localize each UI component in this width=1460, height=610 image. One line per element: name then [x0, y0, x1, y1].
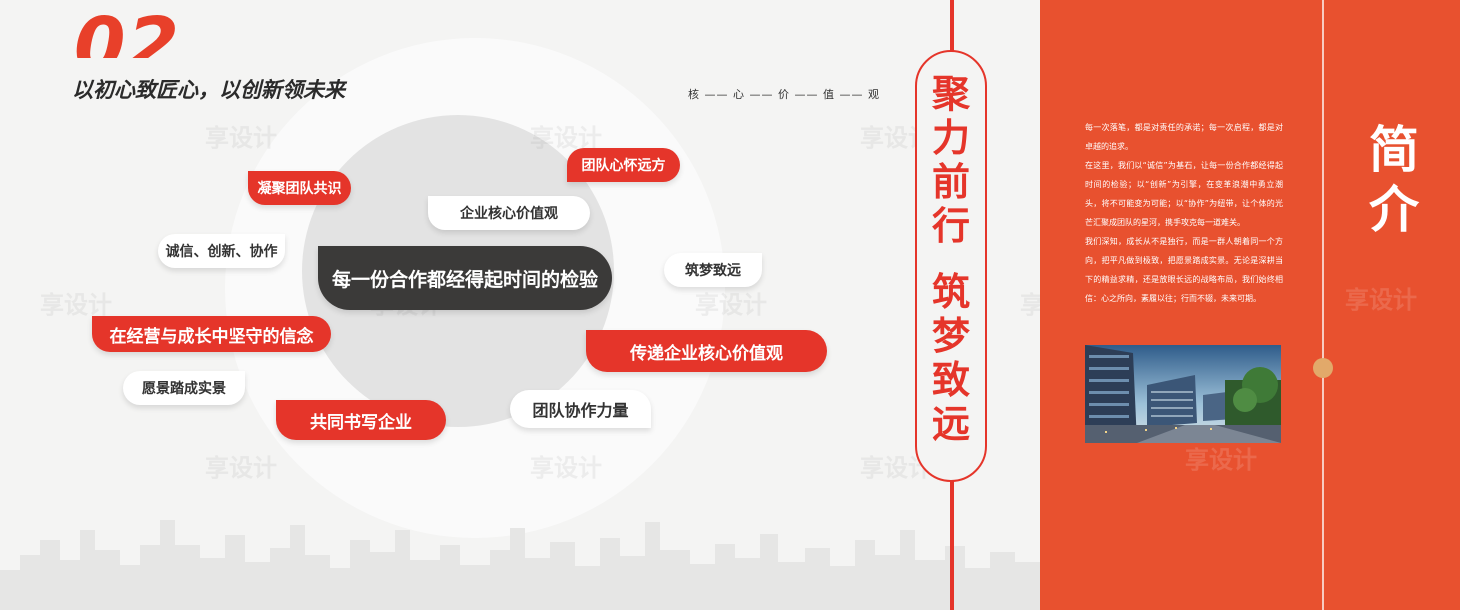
keyword-pill: 筑梦致远 — [664, 253, 762, 287]
city-skyline-silhouette — [0, 520, 1040, 610]
keyword-pill: 愿景踏成实景 — [123, 371, 245, 405]
watermark: 享设计 — [530, 124, 602, 152]
watermark: 享设计 — [205, 124, 277, 152]
intro-text: 每一次落笔，都是对责任的承诺；每一次启程，都是对卓越的追求。 在这里，我们以“诚… — [1085, 118, 1283, 308]
watermark: 享设计 — [1185, 446, 1257, 474]
intro-title: 简介 — [1369, 120, 1419, 239]
core-values-panel: 享设计 享设计 享设计 享设计 享设计 享设计 享设计 享设计 享设计 享设计 … — [0, 8, 1040, 610]
section-number: 02 — [74, 8, 181, 58]
keyword-pill: 团队心怀远方 — [567, 148, 680, 182]
center-statement: 每一份合作都经得起时间的检验 — [318, 246, 612, 310]
watermark: 享设计 — [40, 291, 112, 319]
watermark: 享设计 — [205, 454, 277, 482]
keyword-pill: 企业核心价值观 — [428, 196, 590, 230]
watermark: 享设计 — [1020, 291, 1040, 319]
intro-paragraph: 在这里，我们以“诚信”为基石，让每一份合作都经得起时间的检验；以“创新”为引擎，… — [1085, 161, 1283, 227]
vertical-rule — [1322, 0, 1324, 610]
motto-line-1: 聚力前行 — [931, 71, 970, 248]
slogan-heading: 以初心致匠心，以创新领未来 — [72, 78, 345, 102]
keyword-pill: 传递企业核心价值观 — [586, 330, 827, 372]
keyword-pill: 团队协作力量 — [510, 390, 651, 428]
core-values-label: 核 —— 心 —— 价 —— 值 —— 观 — [688, 88, 880, 101]
watermark: 享设计 — [695, 291, 767, 319]
watermark: 享设计 — [1345, 286, 1417, 314]
motto-line-2: 筑梦致远 — [931, 269, 970, 446]
building-photo — [1085, 345, 1281, 443]
intro-panel: 享设计 享设计 — [1040, 0, 1460, 610]
watermark: 享设计 — [530, 454, 602, 482]
intro-paragraph: 每一次落笔，都是对责任的承诺；每一次启程，都是对卓越的追求。 — [1085, 123, 1283, 151]
keyword-pill: 在经营与成长中坚守的信念 — [92, 316, 331, 352]
keyword-pill: 凝聚团队共识 — [248, 171, 351, 205]
vertical-motto: 聚力前行 筑梦致远 — [929, 72, 973, 446]
gold-dot — [1313, 358, 1333, 378]
intro-paragraph: 我们深知，成长从不是独行，而是一群人朝着同一个方向，把平凡做到极致，把愿景踏成实… — [1085, 237, 1283, 303]
keyword-pill: 诚信、创新、协作 — [158, 234, 285, 268]
motto-capsule — [915, 50, 987, 482]
keyword-pill: 共同书写企业 — [276, 400, 446, 440]
